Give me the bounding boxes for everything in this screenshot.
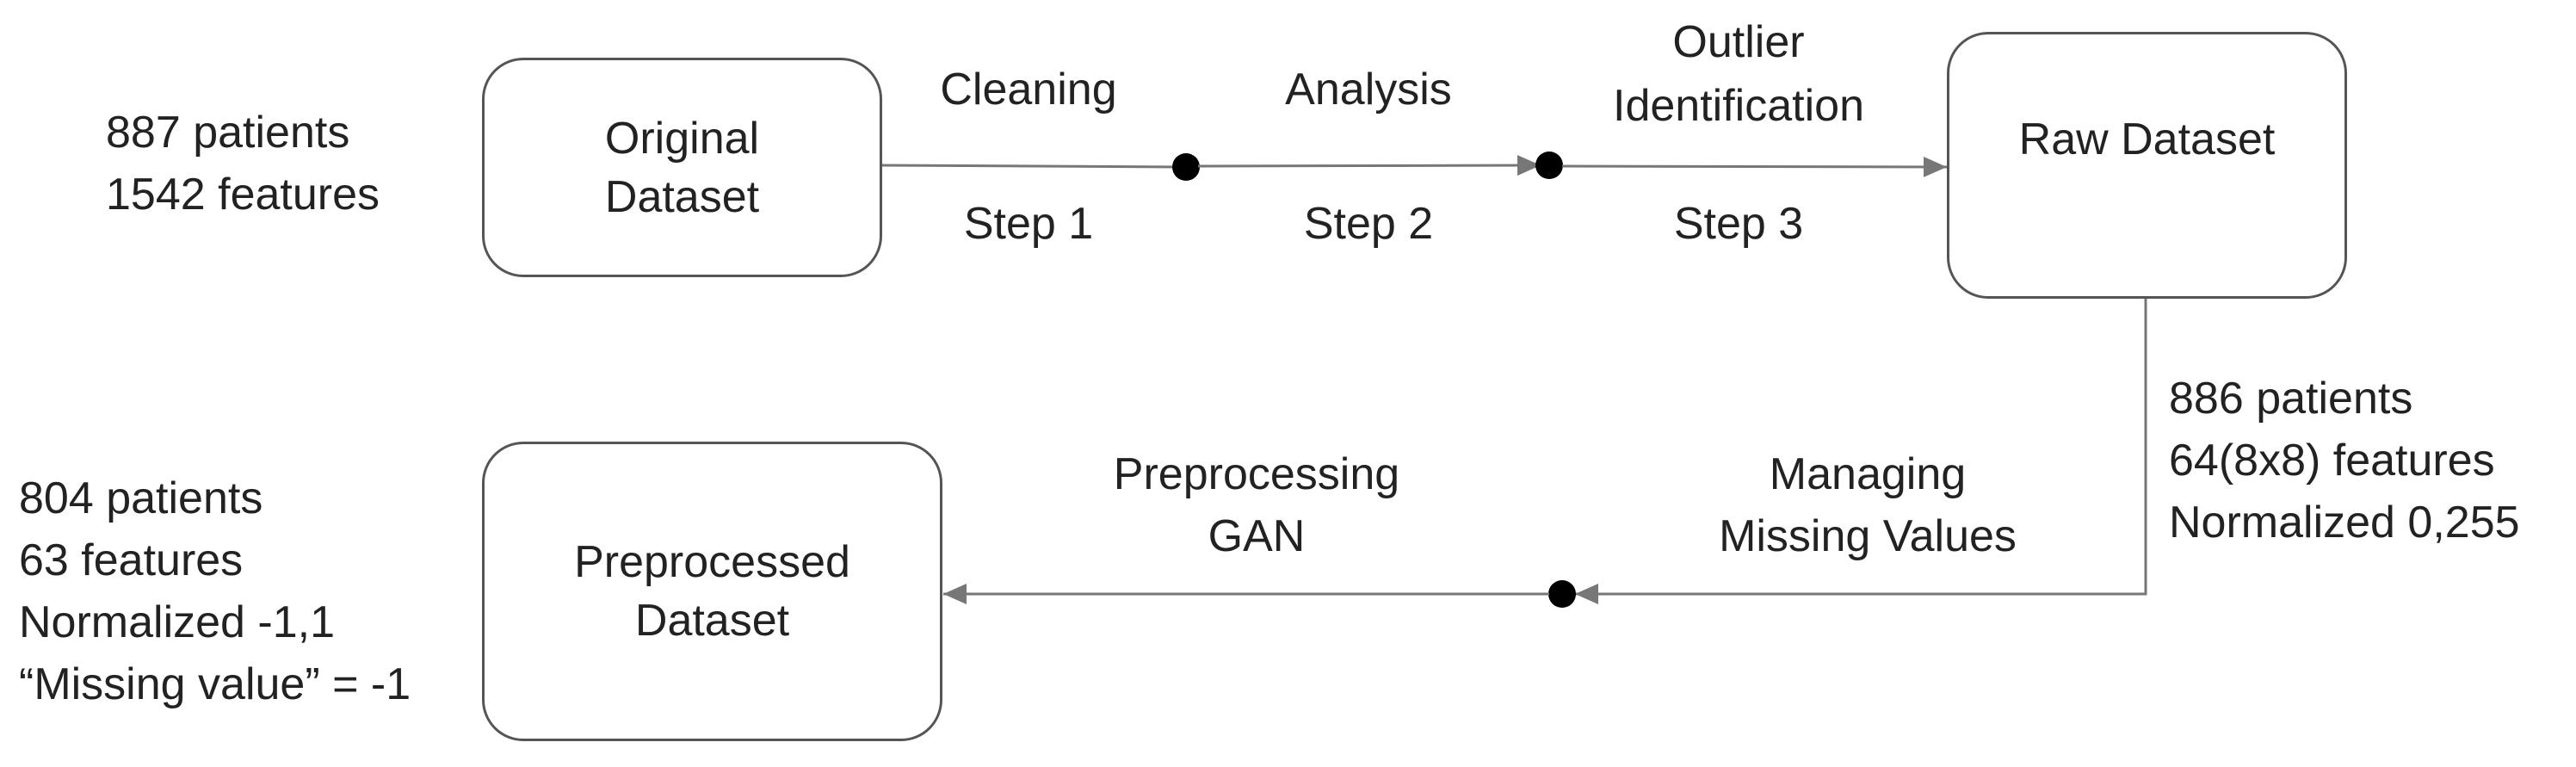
preprocessed-stats-patients: 804 patients (19, 473, 263, 523)
preprocessed-stats-features: 63 features (19, 535, 244, 585)
raw-stats-patients: 886 patients (2169, 374, 2413, 424)
raw-stats: 886 patients 64(8x8) features Normalized… (2169, 368, 2520, 554)
junction-dot-step1 (1172, 153, 1200, 181)
preprocessed-stats-missing: “Missing value” = -1 (19, 659, 411, 709)
arrow-original-to-step1 (881, 164, 1183, 169)
original-dataset-line1: Original (604, 113, 760, 164)
preprocessing-gan-line2: GAN (1208, 511, 1306, 561)
preprocessed-dataset-line1: Preprocessed (574, 537, 850, 587)
managing-missing-line2: Missing Values (1719, 511, 2017, 561)
step3-name: Outlier Identification (1584, 10, 1893, 138)
managing-missing-values-label: Managing Missing Values (1661, 443, 2074, 567)
managing-missing-line1: Managing (1769, 449, 1967, 499)
arrow-step2-to-raw (1561, 156, 1948, 177)
original-stats-patients: 887 patients (106, 108, 350, 158)
preprocessed-dataset-node: Preprocessed Dataset (482, 442, 942, 741)
preprocessed-stats-normalized: Normalized -1,1 (19, 597, 336, 647)
junction-dot-missing (1548, 580, 1576, 608)
step1-name: Cleaning (940, 65, 1117, 114)
arrow-step1-to-step2 (1197, 155, 1541, 176)
step3-name-line1: Outlier (1672, 17, 1805, 67)
step1-label: Step 1 (963, 199, 1094, 249)
preprocessing-gan-label: Preprocessing GAN (1059, 443, 1455, 567)
preprocessing-gan-line1: Preprocessing (1113, 449, 1400, 499)
step2-label: Step 2 (1303, 199, 1434, 249)
original-stats-features: 1542 features (106, 170, 380, 220)
preprocessed-stats: 804 patients 63 features Normalized -1,1… (19, 467, 411, 715)
step3-label: Step 3 (1673, 199, 1804, 249)
raw-stats-features: 64(8x8) features (2169, 436, 2495, 486)
preprocessed-dataset-line2: Dataset (634, 596, 790, 646)
step2-name: Analysis (1285, 65, 1452, 114)
raw-dataset-node: Raw Dataset (1947, 32, 2347, 299)
raw-stats-normalized: Normalized 0,255 (2169, 498, 2520, 547)
original-dataset-node: Original Dataset (482, 58, 882, 277)
raw-dataset-label: Raw Dataset (2018, 114, 2276, 164)
step3-name-line2: Identification (1613, 81, 1864, 131)
original-dataset-line2: Dataset (604, 171, 760, 222)
arrow-raw-to-missing (1575, 299, 2147, 604)
junction-dot-step2 (1535, 152, 1563, 179)
original-stats: 887 patients 1542 features (106, 102, 380, 226)
